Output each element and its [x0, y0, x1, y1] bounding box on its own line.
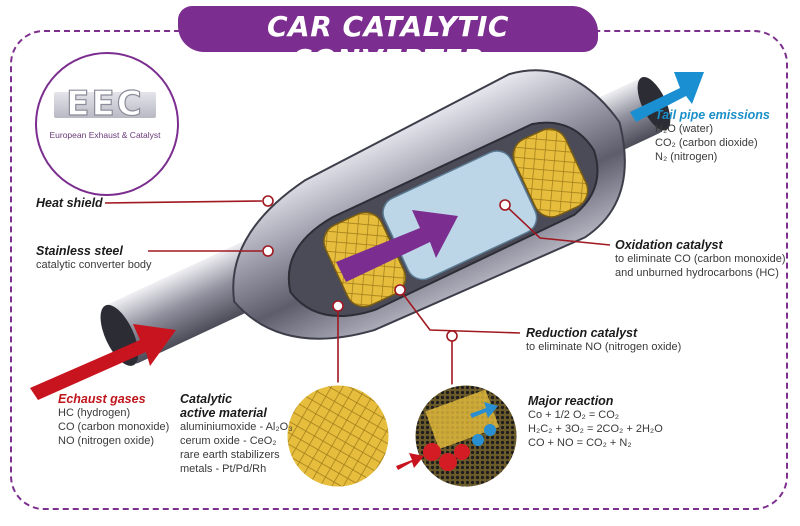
oxidation-leader [504, 204, 611, 246]
page-title: CAR CATALYTIC CONVERTER [267, 10, 509, 76]
logo-letters: EEC [66, 83, 144, 124]
exhaust-arrow [30, 324, 176, 400]
tail-pipe-line: CO₂ (carbon dioxide) [655, 137, 758, 149]
stainless-steel-label: Stainless steel catalytic converter body [36, 244, 152, 272]
honeycomb-zoom [284, 382, 392, 490]
oxidation-label: Oxidation catalyst to eliminate CO (carb… [615, 238, 786, 280]
reduction-label: Reduction catalyst to eliminate NO (nitr… [526, 326, 681, 354]
logo-subtitle: European Exhaust & Catalyst [49, 130, 161, 140]
title-banner [178, 6, 598, 52]
eec-logo [35, 52, 179, 196]
logo-converter-icon [54, 92, 156, 118]
exhaust-title: Echaust gases [58, 392, 146, 406]
reduction-title: Reduction catalyst [526, 326, 638, 340]
heat-shield-label: Heat shield [36, 196, 103, 210]
flow-arrow [336, 210, 458, 282]
tail-pipe-line: N₂ (nitrogen) [655, 151, 718, 163]
catalytic-line: aluminiumoxide - Al₂O₃ [180, 421, 293, 433]
reaction-line: H₂C₂ + 3O₂ = 2CO₂ + 2H₂O [528, 423, 663, 435]
stainless-steel-title: Stainless steel [36, 244, 123, 258]
reaction-title: Major reaction [528, 394, 614, 408]
oxidation-line: to eliminate CO (carbon monoxide) [615, 253, 786, 265]
catalytic-label: Catalytic active material aluminiumoxide… [180, 392, 293, 476]
tail-pipe-label: Tail pipe emissions H₂O (water) CO₂ (car… [655, 108, 770, 164]
catalytic-title-2: active material [180, 406, 267, 420]
catalytic-line: metals - Pt/Pd/Rh [180, 463, 267, 475]
exhaust-line: CO (carbon monoxide) [58, 421, 170, 433]
catalytic-line: cerum oxide - CeO₂ [180, 435, 277, 447]
reduction-leader [399, 289, 521, 334]
stainless-steel-desc: catalytic converter body [36, 259, 152, 271]
exhaust-line: NO (nitrogen oxide) [58, 435, 154, 447]
tail-pipe-line: H₂O (water) [655, 123, 714, 135]
reaction-line: CO + NO = CO₂ + N₂ [528, 437, 632, 449]
reaction-line: Co + 1/2 O₂ = CO₂ [528, 409, 620, 421]
catalytic-line: rare earth stabilizers [180, 449, 280, 461]
oxidation-line: and unburned hydrocarbons (HC) [615, 267, 779, 279]
tailpipe-arrow [630, 72, 704, 122]
catalytic-title: Catalytic [180, 392, 233, 406]
exhaust-line: HC (hydrogen) [58, 407, 131, 419]
reaction-label: Major reaction Co + 1/2 O₂ = CO₂ H₂C₂ + … [528, 394, 663, 450]
heat-shield-leader [104, 200, 263, 204]
oxidation-title: Oxidation catalyst [615, 238, 723, 252]
exhaust-label: Echaust gases HC (hydrogen) CO (carbon m… [58, 392, 169, 448]
heat-shield-title: Heat shield [36, 196, 103, 210]
reduction-line: to eliminate NO (nitrogen oxide) [526, 341, 682, 353]
tail-pipe-title: Tail pipe emissions [655, 108, 770, 122]
